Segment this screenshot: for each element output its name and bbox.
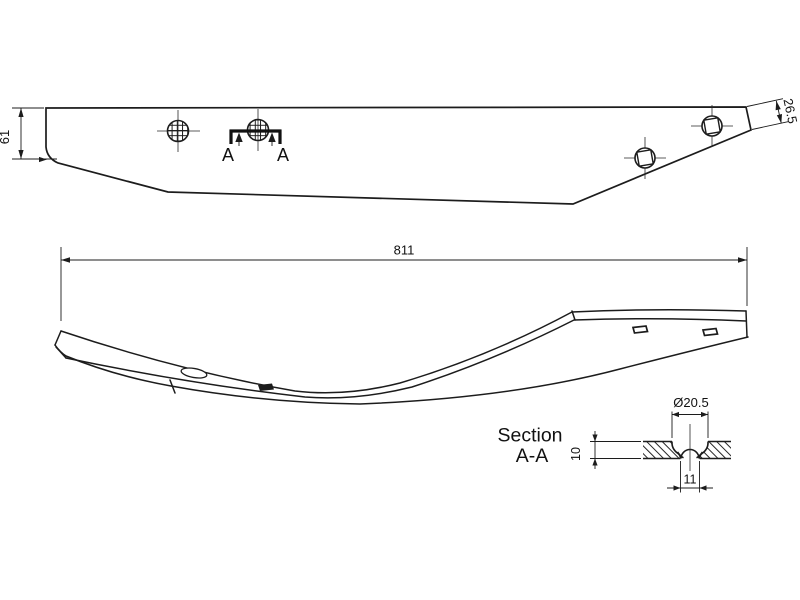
section-arrow-right bbox=[268, 132, 276, 142]
top-view: A A 61 26.5 bbox=[0, 97, 800, 205]
dim-width-text: 11 bbox=[684, 473, 697, 487]
section-cut-marker: A A bbox=[222, 129, 289, 165]
hole-square-1 bbox=[624, 137, 666, 179]
section-view: Section A-A Ø20.5 10 bbox=[497, 395, 731, 493]
dimension-26-5: 26.5 bbox=[746, 97, 800, 130]
section-arrow-left bbox=[235, 132, 243, 142]
section-label-right: A bbox=[277, 145, 289, 165]
top-view-outline bbox=[45, 106, 752, 205]
dim-61-text: 61 bbox=[0, 130, 12, 144]
kink-mark-left bbox=[169, 379, 176, 394]
dimension-61: 61 bbox=[0, 107, 57, 163]
side-hole-square-1 bbox=[631, 325, 649, 334]
dimension-20-5: Ø20.5 bbox=[671, 395, 709, 438]
dim-811-text: 811 bbox=[394, 243, 415, 258]
dim-depth-text: 10 bbox=[569, 447, 583, 461]
side-view: 811 bbox=[54, 243, 749, 405]
blade-right-edge bbox=[745, 310, 748, 338]
blade-mid-edge bbox=[65, 317, 747, 399]
dimension-811: 811 bbox=[60, 243, 748, 321]
blade-bottom-edge bbox=[54, 336, 749, 405]
kink-mark-right bbox=[571, 310, 576, 321]
dimension-11: 11 bbox=[667, 461, 713, 493]
hole-crosshatch-1 bbox=[157, 110, 200, 152]
blade-top-edge bbox=[60, 308, 747, 394]
blade-left-tip bbox=[54, 330, 67, 359]
section-title-line2: A-A bbox=[516, 445, 549, 467]
dim-diameter-text: Ø20.5 bbox=[673, 395, 708, 410]
side-hole-ellipse bbox=[180, 367, 208, 379]
dimension-10: 10 bbox=[569, 431, 641, 469]
section-label-left: A bbox=[222, 145, 234, 165]
dim-26-5-text: 26.5 bbox=[780, 97, 800, 125]
section-plate bbox=[643, 424, 731, 471]
side-hole-dark bbox=[258, 383, 274, 391]
hole-square-2 bbox=[691, 105, 733, 147]
section-title-line1: Section bbox=[497, 425, 562, 447]
side-hole-square-2 bbox=[701, 327, 719, 337]
